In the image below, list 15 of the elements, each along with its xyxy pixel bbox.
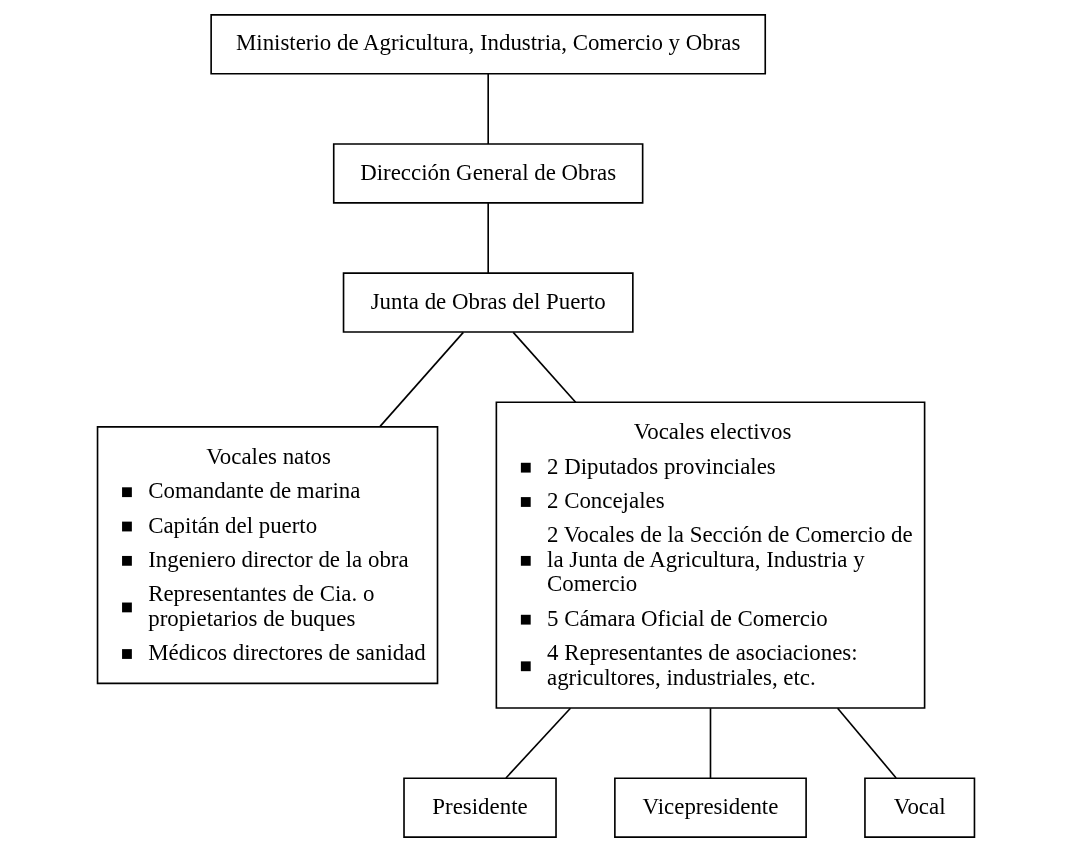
- connector: [836, 707, 897, 779]
- node-box: Vocales natos Comandante de marina Capitán del puerto Ingeniero director de la obra Representantes de Cia. o propietarios de buques Médicos directores de sanidad: [96, 426, 438, 685]
- connector: [511, 331, 576, 404]
- node-box: Vocales electivos 2 Diputados provinciales 2 Concejales 2 Vocales de la Sección de Comercio de la Junta de Agricultura, Industria y Comercio 5 Cámara Oficial de Comercio 4 Representantes de asociaciones: agricultores, industriales, etc.: [495, 401, 925, 709]
- node-box: Dirección General de Obras: [332, 143, 643, 204]
- connector: [486, 73, 489, 145]
- connector: [504, 707, 571, 779]
- connector: [709, 707, 711, 779]
- node-box: Ministerio de Agricultura, Industria, Comercio y Obras: [209, 14, 766, 75]
- node-box: Vicepresidente: [613, 777, 807, 838]
- connector: [486, 202, 489, 274]
- node-box: Junta de Obras del Puerto: [342, 272, 634, 333]
- node-box: Vocal: [863, 777, 975, 838]
- node-box: Presidente: [402, 777, 557, 838]
- connector: [378, 331, 464, 428]
